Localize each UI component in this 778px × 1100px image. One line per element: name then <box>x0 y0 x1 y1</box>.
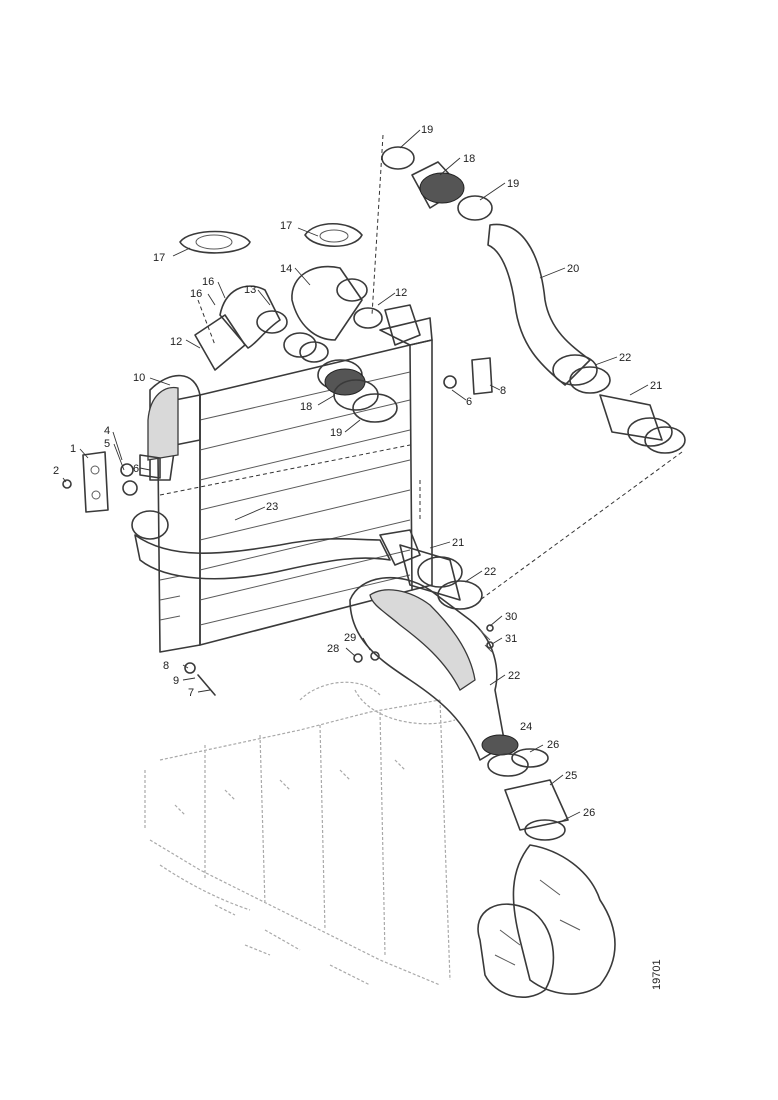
callout-21-lower: 21 <box>452 537 464 549</box>
turbo-connection <box>477 748 616 999</box>
callout-16-lower: 16 <box>190 288 202 300</box>
callout-10: 10 <box>133 372 145 384</box>
callout-19-top: 19 <box>421 124 433 136</box>
callout-9: 9 <box>173 675 179 687</box>
callout-18-lower: 18 <box>300 401 312 413</box>
callout-18-top: 18 <box>463 153 475 165</box>
callout-12-right: 12 <box>395 287 407 299</box>
callout-12-left: 12 <box>170 336 182 348</box>
callout-1: 1 <box>70 443 76 455</box>
callout-22-upper: 22 <box>619 352 631 364</box>
callout-24: 24 <box>520 721 532 733</box>
callout-14: 14 <box>280 263 292 275</box>
callout-21-upper: 21 <box>650 380 662 392</box>
leader-lines <box>62 129 649 823</box>
callout-31: 31 <box>505 633 517 645</box>
callout-23: 23 <box>266 501 278 513</box>
callout-20: 20 <box>567 263 579 275</box>
callout-26-upper: 26 <box>547 739 559 751</box>
callout-5: 5 <box>104 438 110 450</box>
upper-left-duct <box>179 230 329 371</box>
engine-block-outline <box>144 681 456 986</box>
right-upper-hose <box>381 146 686 454</box>
callout-28: 28 <box>327 643 339 655</box>
callout-4: 4 <box>104 425 110 437</box>
callout-22-lower: 22 <box>484 566 496 578</box>
callout-17-left: 17 <box>153 252 165 264</box>
callout-26-lower: 26 <box>583 807 595 819</box>
upper-centre-duct <box>291 223 421 423</box>
callout-17-centre: 17 <box>280 220 292 232</box>
callout-2: 2 <box>53 465 59 477</box>
callout-30: 30 <box>505 611 517 623</box>
callout-19-lower: 19 <box>330 427 342 439</box>
callout-7: 7 <box>188 687 194 699</box>
callout-6-left: 6 <box>133 463 139 475</box>
callout-25: 25 <box>565 770 577 782</box>
callout-labels: 19 18 19 20 17 17 14 16 16 13 12 12 10 2… <box>53 124 662 819</box>
figure-number: 19701 <box>651 959 663 990</box>
crossover-pipe <box>131 510 421 580</box>
callout-16-upper: 16 <box>202 276 214 288</box>
callout-13: 13 <box>244 284 256 296</box>
callout-29: 29 <box>344 632 356 644</box>
lower-manifold <box>349 544 529 777</box>
callout-8-bottom: 8 <box>163 660 169 672</box>
assembly-lines <box>159 134 683 601</box>
callout-22-manifold: 22 <box>508 670 520 682</box>
callout-19-second: 19 <box>507 178 519 190</box>
intercooler <box>147 317 433 653</box>
callout-8-right: 8 <box>500 385 506 397</box>
fasteners <box>62 357 494 696</box>
callout-6-right: 6 <box>466 396 472 408</box>
